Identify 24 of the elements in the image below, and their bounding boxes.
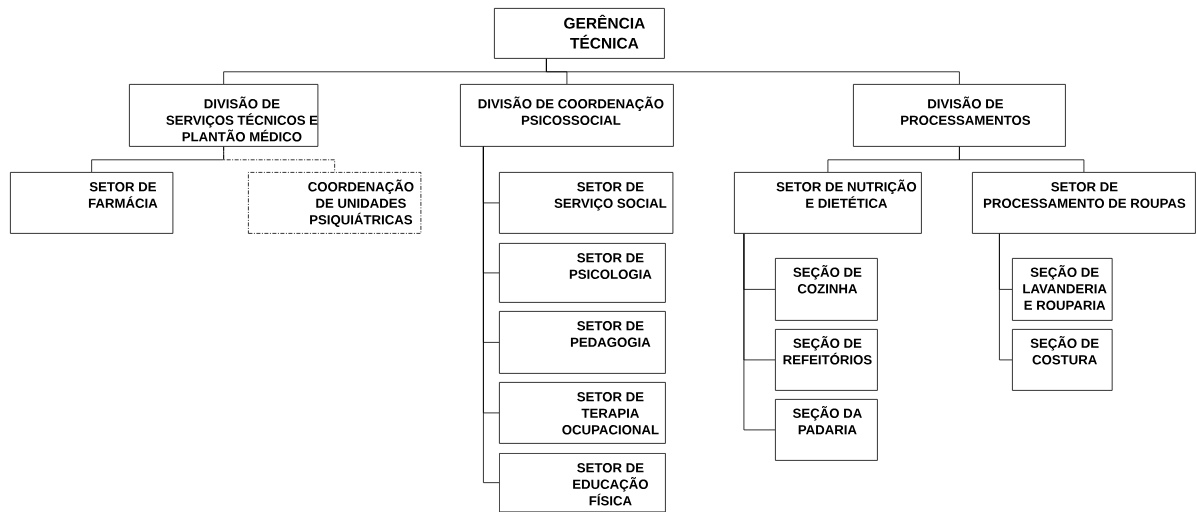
org-box: DIVISÃO DE SERVIÇOS TÉCNICOS E PLANTÃO MÉDICO: [129, 84, 319, 147]
connector-line: [223, 146, 336, 173]
org-box: DIVISÃO DE COORDENAÇÃO PSICOSSOCIAL: [460, 84, 674, 147]
connector-line: [959, 146, 1085, 173]
org-box: SETOR DE PEDAGOGIA: [499, 311, 666, 374]
org-box: GERÊNCIA TÉCNICA: [494, 8, 665, 59]
org-box: COORDENAÇÃO DE UNIDADES PSIQUIÁTRICAS: [248, 172, 422, 234]
org-box: SEÇÃO DE LAVANDERIA E ROUPARIA: [1012, 258, 1113, 321]
org-box: SETOR DE PSICOLOGIA: [499, 243, 666, 303]
org-box: SETOR DE FARMÁCIA: [10, 172, 174, 234]
org-box: SETOR DE TERAPIA OCUPACIONAL: [499, 382, 666, 444]
org-box: SETOR DE SERVIÇO SOCIAL: [499, 172, 674, 234]
connector-line: [546, 58, 960, 85]
org-box: SETOR DE NUTRIÇÃO E DIETÉTICA: [734, 172, 922, 234]
connector-line: [743, 233, 776, 431]
connector-line: [483, 146, 500, 484]
connector-line: [999, 233, 1013, 361]
org-box: SEÇÃO DE COSTURA: [1012, 329, 1113, 391]
org-box: SEÇÃO DE COZINHA: [775, 258, 878, 321]
org-box: SEÇÃO DE REFEITÓRIOS: [775, 329, 878, 391]
org-box: SETOR DE PROCESSAMENTO DE ROUPAS: [972, 172, 1196, 234]
org-box: SETOR DE EDUCAÇÃO FÍSICA: [499, 453, 666, 512]
org-box: SEÇÃO DA PADARIA: [775, 399, 878, 461]
org-box: DIVISÃO DE PROCESSAMENTOS: [853, 84, 1066, 147]
